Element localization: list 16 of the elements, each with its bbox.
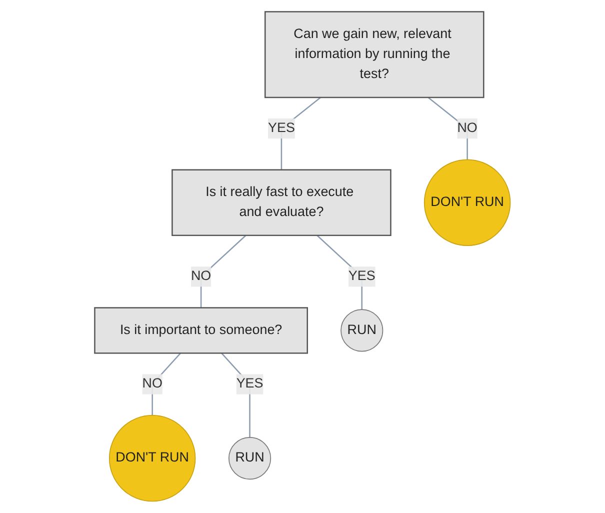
edge-label: NO <box>190 269 212 284</box>
node-circle: RUN <box>340 309 384 352</box>
connector <box>428 96 468 160</box>
edge-label: YES <box>348 269 376 284</box>
connector <box>152 352 181 416</box>
node-circle: DON'T RUN <box>424 159 511 246</box>
edge-label: YES <box>268 120 295 136</box>
edge-label: YES <box>236 376 264 391</box>
edge-label: NO <box>457 120 478 136</box>
edge-label: NO <box>142 376 162 391</box>
node-circle: DON'T RUN <box>108 414 196 502</box>
connector <box>200 234 246 308</box>
node-box: Is it really fast to execute and evaluate? <box>172 169 392 236</box>
node-circle: RUN <box>228 437 272 480</box>
node-box: Is it important to someone? <box>94 307 308 354</box>
node-box: Can we gain new, relevant information by running the test? <box>264 11 484 98</box>
